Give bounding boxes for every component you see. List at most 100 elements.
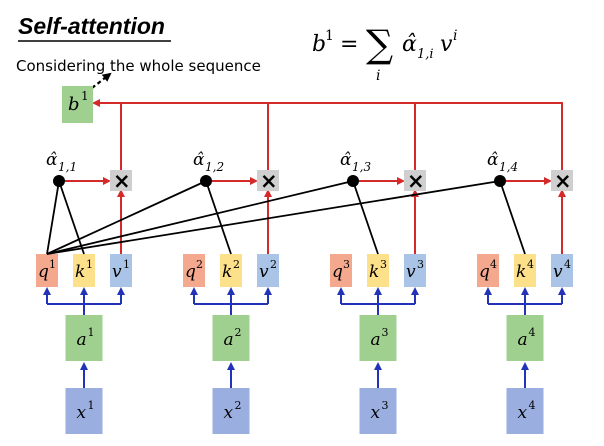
q2-sup: 2 [196,258,203,271]
k-box-3 [367,254,389,287]
v2-sup: 2 [270,258,277,271]
attention-dot-4 [494,175,506,187]
multiply-icon: × [260,169,278,193]
q4-sup: 4 [490,258,497,271]
k4-label: k [516,262,526,282]
output-b1-box [62,86,93,123]
a-box-4 [506,315,544,361]
formula-equals: = [340,32,358,57]
v-box-3 [404,254,426,287]
q1-to-dot-line [46,180,207,255]
formula-sum: ∑ [366,22,393,66]
x1-sup: 1 [88,399,95,412]
q-box-1 [36,254,58,287]
a1-sup: 1 [88,326,95,339]
formula: b 1 = ∑ i α̂ 1,i v i [312,22,457,84]
x4-label: x [518,403,528,423]
q-box-2 [183,254,205,287]
multiply-box-1 [110,170,132,191]
title: Self-attention [18,13,165,39]
q2-label: q [185,262,196,282]
alpha-label-4: α̂ [487,150,499,170]
a4-label: a [518,330,528,350]
x-box-2 [212,388,250,434]
attention-dot-1 [53,175,65,187]
x2-label: x [224,403,234,423]
alpha-sub-1: 1,1 [58,160,77,174]
multiply-icon: × [407,169,425,193]
formula-alpha: α̂ [402,32,417,57]
alpha-sub-2: 1,2 [205,160,224,174]
x3-sup: 3 [382,399,389,412]
multiply-icon: × [113,169,131,193]
a-box-3 [359,315,397,361]
q4-label: q [479,262,490,282]
alpha-sub-3: 1,3 [352,160,371,174]
x1-label: x [77,403,87,423]
attention-dot-2 [200,175,212,187]
a-box-1 [65,315,103,361]
v1-label: v [112,262,122,282]
alpha-label-1: α̂ [46,150,58,170]
k-box-4 [514,254,536,287]
q1-sup: 1 [49,258,56,271]
attention-dot-3 [347,175,359,187]
x4-sup: 4 [529,399,536,412]
v1-sup: 1 [123,258,130,271]
alpha-label-2: α̂ [193,150,205,170]
k-to-dot-line [499,180,526,255]
x2-sup: 2 [235,399,242,412]
k-to-dot-line [205,180,232,255]
x-box-4 [506,388,544,434]
a4-sup: 4 [529,326,536,339]
v4-sup: 4 [564,258,571,271]
multiply-box-3 [404,170,426,191]
multiply-box-4 [551,170,573,191]
k-box-2 [220,254,242,287]
k2-sup: 2 [233,258,240,271]
v-box-2 [257,254,279,287]
a-box-2 [212,315,250,361]
multiply-box-2 [257,170,279,191]
v4-label: v [553,262,563,282]
q1-to-dot-line [46,180,354,255]
k4-sup: 4 [527,258,534,271]
v3-sup: 3 [417,258,424,271]
k1-label: k [75,262,85,282]
alpha-sub-4: 1,4 [499,160,518,174]
x-box-1 [65,388,103,434]
formula-v: v [440,32,453,57]
k-to-dot-line [58,180,85,255]
k-box-1 [73,254,95,287]
a2-label: a [224,330,234,350]
multiply-icon: × [554,169,572,193]
alpha-label-3: α̂ [340,150,352,170]
formula-lhs: b [312,32,326,57]
output-b1-base: b [68,94,80,115]
q1-label: q [38,262,49,282]
v-box-4 [551,254,573,287]
output-b1-sup: 1 [81,89,89,103]
a1-label: a [77,330,87,350]
q-box-3 [330,254,352,287]
formula-lhs-sup: 1 [325,28,334,44]
x3-label: x [371,403,381,423]
formula-sum-index: i [376,68,380,84]
q1-to-dot-line [46,180,501,255]
v3-label: v [406,262,416,282]
k3-label: k [369,262,379,282]
formula-alpha-sub: 1,i [417,47,434,62]
k3-sup: 3 [380,258,387,271]
k1-sup: 1 [86,258,93,271]
x-box-3 [359,388,397,434]
q-box-4 [477,254,499,287]
v-box-1 [110,254,132,287]
v2-label: v [259,262,269,282]
q1-to-dot-line [46,180,60,255]
